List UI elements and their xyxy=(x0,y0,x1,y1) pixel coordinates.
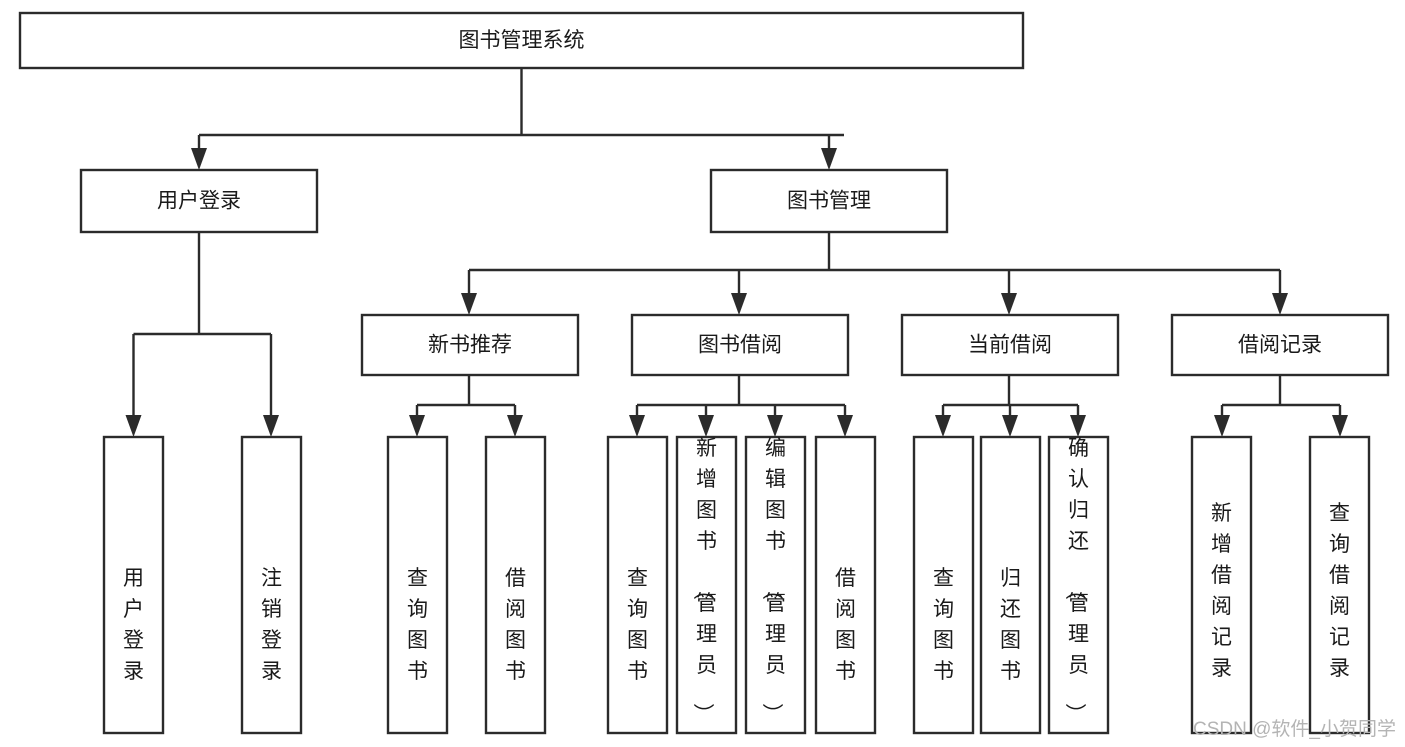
node-new-book-recommend-box[interactable] xyxy=(360,313,580,377)
csdn-watermark: CSDN @软件_小贺同学 xyxy=(1193,718,1396,740)
arrow-head-icon xyxy=(1002,415,1018,437)
node-leaf-edit-book-admin-label: 编辑图书（管理员） xyxy=(760,437,786,724)
node-leaf-return-book-label: 归还图书 xyxy=(1000,567,1021,683)
node-book-borrow[interactable]: 图书借阅 xyxy=(630,313,850,377)
node-borrow-record-label: 借阅记录 xyxy=(1238,334,1322,357)
node-book-borrow-label: 图书借阅 xyxy=(698,334,782,357)
node-leaf-user-login-box[interactable] xyxy=(102,435,165,735)
arrow-head-icon xyxy=(507,415,523,437)
arrow-head-icon xyxy=(767,415,783,437)
node-leaf-confirm-return-admin-box[interactable] xyxy=(1047,435,1110,735)
node-leaf-confirm-return-admin-label: 确认归还（管理员） xyxy=(1063,437,1089,724)
node-leaf-logout-box[interactable] xyxy=(240,435,303,735)
node-leaf-confirm-return-admin[interactable]: 确认归还（管理员） xyxy=(1047,435,1110,735)
arrow-head-icon xyxy=(698,415,714,437)
node-user-login-label: 用户登录 xyxy=(157,190,241,213)
node-leaf-query-book-3-box[interactable] xyxy=(912,435,975,735)
arrow-head-icon xyxy=(935,415,951,437)
node-borrow-record[interactable]: 借阅记录 xyxy=(1170,313,1390,377)
connector-group-book-manage xyxy=(461,232,1288,315)
node-new-book-recommend[interactable]: 新书推荐 xyxy=(360,313,580,377)
node-leaf-query-book-2[interactable]: 查询图书 xyxy=(606,435,669,735)
node-book-manage-box[interactable] xyxy=(709,168,949,234)
arrow-head-icon xyxy=(837,415,853,437)
node-leaf-query-book-1-label: 查询图书 xyxy=(407,567,428,683)
node-borrow-record-box[interactable] xyxy=(1170,313,1390,377)
node-leaf-return-book[interactable]: 归还图书 xyxy=(979,435,1042,735)
node-user-login-box[interactable] xyxy=(79,168,319,234)
node-leaf-add-borrow-record-label: 新增借阅记录 xyxy=(1211,502,1232,680)
arrow-head-icon xyxy=(1332,415,1348,437)
node-leaf-borrow-book-1-box[interactable] xyxy=(484,435,547,735)
arrow-head-icon xyxy=(461,293,477,315)
node-leaf-query-book-1[interactable]: 查询图书 xyxy=(386,435,449,735)
node-leaf-borrow-book-1[interactable]: 借阅图书 xyxy=(484,435,547,735)
arrow-head-icon xyxy=(1272,293,1288,315)
node-leaf-query-book-3[interactable]: 查询图书 xyxy=(912,435,975,735)
arrow-head-icon xyxy=(821,148,837,170)
node-leaf-add-book-admin-box[interactable] xyxy=(675,435,738,735)
node-leaf-query-borrow-record[interactable]: 查询借阅记录 xyxy=(1308,435,1371,735)
node-leaf-edit-book-admin-box[interactable] xyxy=(744,435,807,735)
node-leaf-query-borrow-record-box[interactable] xyxy=(1308,435,1371,735)
arrow-head-icon xyxy=(263,415,279,437)
arrow-head-icon xyxy=(191,148,207,170)
node-current-borrow[interactable]: 当前借阅 xyxy=(900,313,1120,377)
connector-group-borrow-record xyxy=(1214,375,1348,437)
arrow-head-icon xyxy=(731,293,747,315)
arrow-head-icon xyxy=(125,415,142,437)
arrow-head-icon xyxy=(409,415,425,437)
node-leaf-user-login-label: 用户登录 xyxy=(123,567,144,683)
node-book-borrow-box[interactable] xyxy=(630,313,850,377)
arrow-head-icon xyxy=(629,415,645,437)
node-root-box[interactable] xyxy=(18,11,1025,70)
node-root-label: 图书管理系统 xyxy=(459,29,585,52)
arrow-head-icon xyxy=(1070,415,1086,437)
node-leaf-add-book-admin-label: 新增图书（管理员） xyxy=(691,437,717,724)
connector-group-new-book xyxy=(409,375,523,437)
node-book-manage-label: 图书管理 xyxy=(787,190,871,213)
node-leaf-user-login[interactable]: 用户登录 xyxy=(102,435,165,735)
node-root[interactable]: 图书管理系统 xyxy=(18,11,1025,70)
node-leaf-borrow-book-1-label: 借阅图书 xyxy=(505,567,526,683)
node-leaf-add-borrow-record[interactable]: 新增借阅记录 xyxy=(1190,435,1253,735)
node-leaf-borrow-book-2-label: 借阅图书 xyxy=(835,567,856,683)
node-leaf-borrow-book-2[interactable]: 借阅图书 xyxy=(814,435,877,735)
node-leaf-query-borrow-record-label: 查询借阅记录 xyxy=(1329,502,1350,680)
node-leaf-query-book-2-label: 查询图书 xyxy=(627,567,648,683)
node-current-borrow-label: 当前借阅 xyxy=(968,334,1052,357)
node-leaf-logout[interactable]: 注销登录 xyxy=(240,435,303,735)
node-leaf-query-book-1-box[interactable] xyxy=(386,435,449,735)
node-leaf-edit-book-admin[interactable]: 编辑图书（管理员） xyxy=(744,435,807,735)
arrow-head-icon xyxy=(1001,293,1017,315)
node-leaf-borrow-book-2-box[interactable] xyxy=(814,435,877,735)
node-leaf-query-book-3-label: 查询图书 xyxy=(933,567,954,683)
node-leaf-return-book-box[interactable] xyxy=(979,435,1042,735)
connector-group-user-login xyxy=(125,232,279,437)
node-leaf-add-book-admin[interactable]: 新增图书（管理员） xyxy=(675,435,738,735)
node-book-manage[interactable]: 图书管理 xyxy=(709,168,949,234)
node-new-book-recommend-label: 新书推荐 xyxy=(428,334,512,357)
node-leaf-logout-label: 注销登录 xyxy=(261,567,282,683)
node-current-borrow-box[interactable] xyxy=(900,313,1120,377)
arrow-head-icon xyxy=(1214,415,1230,437)
node-user-login[interactable]: 用户登录 xyxy=(79,168,319,234)
node-leaf-query-book-2-box[interactable] xyxy=(606,435,669,735)
connector-group-current-borrow xyxy=(935,375,1086,437)
node-leaf-add-borrow-record-box[interactable] xyxy=(1190,435,1253,735)
connector-group-root xyxy=(191,68,844,170)
connector-group-borrow xyxy=(629,375,853,437)
